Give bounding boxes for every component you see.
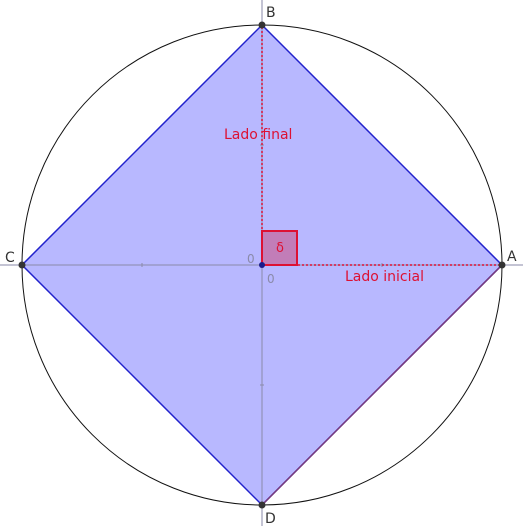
origin-label: 0 xyxy=(247,252,255,266)
point-d[interactable] xyxy=(258,501,266,509)
edge-ad xyxy=(261,264,503,506)
origin-label-x: 0 xyxy=(267,272,275,286)
point-a[interactable] xyxy=(498,261,506,269)
initial-side-label: Lado inicial xyxy=(345,269,424,285)
label-d: D xyxy=(265,511,276,526)
point-b[interactable] xyxy=(258,21,266,29)
point-c[interactable] xyxy=(18,261,26,269)
final-side-label: Lado final xyxy=(224,127,292,143)
angle-label: δ xyxy=(276,241,284,256)
right-angle-marker xyxy=(261,230,298,266)
label-b: B xyxy=(266,5,276,21)
label-c: C xyxy=(5,250,15,266)
origin-point[interactable] xyxy=(259,262,265,268)
label-a: A xyxy=(507,249,517,265)
